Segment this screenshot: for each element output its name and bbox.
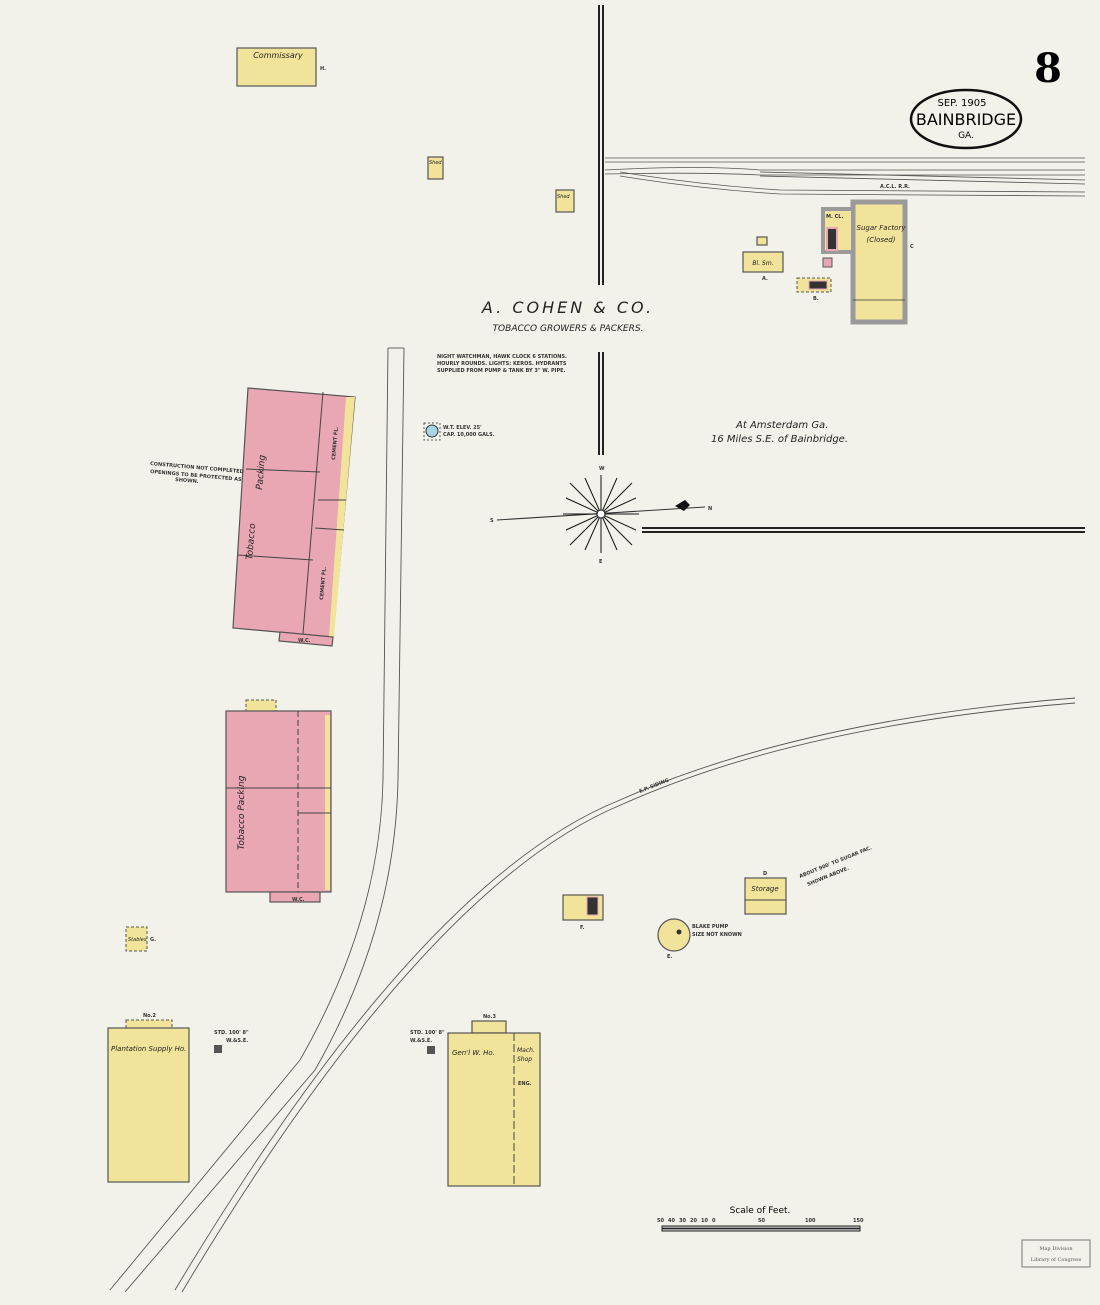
sheet-number: 8 bbox=[1034, 45, 1062, 92]
svg-text:W.&S.E.: W.&S.E. bbox=[226, 1038, 248, 1044]
stables-label: Stables bbox=[128, 937, 147, 943]
svg-text:50: 50 bbox=[758, 1218, 765, 1224]
scale-bar: Scale of Feet. 50 40 30 20 10 0 50 100 1… bbox=[657, 1206, 864, 1232]
packing-label: Packing bbox=[255, 454, 268, 490]
svg-text:W.T. ELEV. 25': W.T. ELEV. 25' bbox=[443, 425, 482, 431]
svg-text:30: 30 bbox=[679, 1218, 686, 1224]
wc-label: W.C. bbox=[298, 638, 311, 644]
svg-text:Library of Congress: Library of Congress bbox=[1031, 1257, 1082, 1263]
water-tank[interactable]: W.T. ELEV. 25' CAP. 10,000 GALS. bbox=[423, 422, 495, 441]
svg-text:SHOWN.: SHOWN. bbox=[175, 477, 199, 485]
svg-text:NIGHT WATCHMAN, HAWK CLOCK 6 S: NIGHT WATCHMAN, HAWK CLOCK 6 STATIONS. bbox=[437, 354, 567, 360]
scale-title: Scale of Feet. bbox=[730, 1206, 791, 1216]
shed-building[interactable]: Shed bbox=[555, 189, 575, 213]
compass-w: W bbox=[599, 466, 605, 472]
svg-text:SIZE NOT KNOWN: SIZE NOT KNOWN bbox=[692, 932, 742, 938]
plantation-supply-house[interactable]: Plantation Supply Ho. No.2 bbox=[107, 1013, 190, 1183]
svg-text:0: 0 bbox=[712, 1218, 716, 1224]
compass-s: S bbox=[490, 518, 494, 524]
ep-siding bbox=[174, 697, 1076, 1293]
sheet-date: SEP. 1905 bbox=[938, 98, 987, 109]
stables-building[interactable]: Stables G. bbox=[125, 926, 156, 952]
letter-b: B. bbox=[813, 296, 819, 302]
pump-tank-e[interactable]: BLAKE PUMP SIZE NOT KNOWN E. bbox=[657, 918, 742, 960]
svg-text:CAP. 10,000 GALS.: CAP. 10,000 GALS. bbox=[443, 432, 495, 438]
sugar-factory-status: (Closed) bbox=[867, 236, 896, 244]
svg-text:40: 40 bbox=[668, 1218, 675, 1224]
eng-label: ENG. bbox=[518, 1081, 532, 1087]
mcl-label: M. CL. bbox=[826, 214, 843, 220]
svg-text:Map Division: Map Division bbox=[1039, 1246, 1073, 1252]
compass-n: N bbox=[708, 506, 712, 512]
mach-shop-label-2: Shop bbox=[517, 1056, 532, 1063]
plantation-supply-label: Plantation Supply Ho. bbox=[111, 1045, 186, 1053]
company-subtitle: TOBACCO GROWERS & PACKERS. bbox=[493, 324, 644, 334]
bl-sm-label: Bl. Sm. bbox=[752, 260, 773, 267]
compass-rose: S N W E bbox=[490, 466, 712, 565]
letter-h: H. bbox=[320, 66, 326, 72]
shed-label: Shed bbox=[429, 160, 442, 166]
svg-text:150: 150 bbox=[853, 1218, 864, 1224]
no3-label: No.3 bbox=[483, 1014, 497, 1020]
letter-d: D bbox=[763, 871, 767, 877]
shed-building[interactable]: Shed bbox=[427, 156, 444, 180]
hydrant-right: STD. 100' 8" W.&S.E. bbox=[410, 1030, 445, 1054]
letter-a: A. bbox=[762, 276, 768, 282]
compass-e: E bbox=[599, 559, 603, 565]
svg-text:BLAKE PUMP: BLAKE PUMP bbox=[692, 924, 729, 930]
mach-shop-label: Mach. bbox=[517, 1047, 535, 1054]
tobacco-packing-label: Tobacco Packing bbox=[237, 775, 247, 850]
letter-g: G. bbox=[150, 937, 156, 943]
building-f[interactable]: F. bbox=[562, 894, 604, 931]
watchman-note: NIGHT WATCHMAN, HAWK CLOCK 6 STATIONS. H… bbox=[437, 354, 567, 374]
location-line-2: 16 Miles S.E. of Bainbridge. bbox=[711, 434, 848, 445]
acl-railroad-label: A.C.L. R.R. bbox=[880, 184, 910, 190]
sugar-factory-label: Sugar Factory bbox=[857, 224, 907, 232]
tobacco-packing-building-2[interactable]: Tobacco Packing W.C. bbox=[225, 699, 332, 903]
divider-lines bbox=[598, 5, 1085, 533]
genl-wh-label: Gen'l W. Ho. bbox=[452, 1049, 495, 1057]
general-warehouse[interactable]: Gen'l W. Ho. Mach. Shop ENG. No.3 bbox=[447, 1014, 541, 1187]
railroad-spur bbox=[109, 347, 405, 1293]
tobacco-packing-building-1[interactable]: Packing Tobacco CEMENT FL. CEMENT FL. W.… bbox=[232, 387, 356, 647]
construction-note: CONSTRUCTION NOT COMPLETED OPENINGS TO B… bbox=[150, 461, 244, 485]
wc-label: W.C. bbox=[292, 897, 305, 903]
location-line-1: At Amsterdam Ga. bbox=[735, 420, 828, 431]
state-name: GA. bbox=[958, 131, 974, 141]
letter-c: C bbox=[910, 244, 914, 250]
cement-floor-label: CEMENT FL. bbox=[319, 566, 328, 600]
blacksmith-building[interactable]: Bl. Sm. A. B. bbox=[742, 236, 832, 302]
title-cartouche: SEP. 1905 BAINBRIDGE GA. bbox=[909, 88, 1023, 150]
svg-text:SUPPLIED FROM PUMP & TANK BY 3: SUPPLIED FROM PUMP & TANK BY 3" W. PIPE. bbox=[437, 368, 566, 374]
town-name: BAINBRIDGE bbox=[916, 110, 1016, 129]
tobacco-label: Tobacco bbox=[245, 523, 258, 561]
svg-text:W.&S.E.: W.&S.E. bbox=[410, 1038, 432, 1044]
svg-text:20: 20 bbox=[690, 1218, 697, 1224]
letter-e: E. bbox=[667, 954, 672, 960]
shed-label: Shed bbox=[557, 194, 570, 200]
no2-label: No.2 bbox=[143, 1013, 157, 1019]
hydrant-left: STD. 100' 8" W.&S.E. bbox=[214, 1030, 249, 1053]
svg-text:50: 50 bbox=[657, 1218, 664, 1224]
letter-f: F. bbox=[580, 925, 585, 931]
company-name: A. COHEN & CO. bbox=[481, 298, 654, 317]
commissary-building[interactable]: Commissary H. bbox=[236, 47, 326, 87]
storage-building[interactable]: Storage D bbox=[744, 871, 787, 915]
svg-text:HOURLY ROUNDS. LIGHTS: KEROS.: HOURLY ROUNDS. LIGHTS: KEROS. HYDRANTS bbox=[437, 361, 567, 367]
svg-text:STD. 100' 8": STD. 100' 8" bbox=[410, 1030, 445, 1036]
acl-railroad bbox=[604, 157, 1086, 197]
sugar-factory[interactable]: Sugar Factory (Closed) M. CL. C bbox=[821, 199, 914, 325]
svg-text:STD. 100' 8": STD. 100' 8" bbox=[214, 1030, 249, 1036]
svg-text:10: 10 bbox=[701, 1218, 708, 1224]
cement-floor-label: CEMENT FL. bbox=[331, 426, 340, 460]
sugar-factory-note: ABOUT 900' TO SUGAR FAC. SHOWN ABOVE. bbox=[799, 845, 873, 888]
storage-label: Storage bbox=[751, 885, 778, 893]
commissary-label: Commissary bbox=[253, 51, 303, 60]
library-stamp: Map Division Library of Congress bbox=[1021, 1239, 1091, 1268]
svg-text:100: 100 bbox=[805, 1218, 816, 1224]
